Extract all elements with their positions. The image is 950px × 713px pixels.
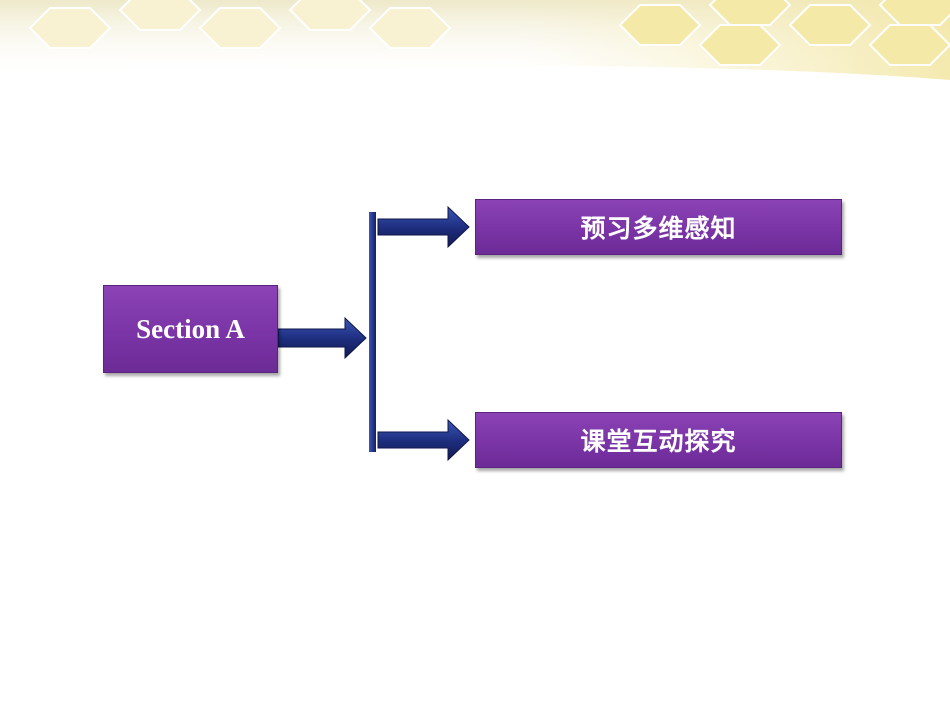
section-a-button[interactable]: Section A <box>103 285 278 373</box>
honeycomb-header-decoration <box>0 0 950 100</box>
preview-perception-button[interactable]: 预习多维感知 <box>475 199 842 255</box>
right-arrow-icon <box>377 418 470 462</box>
classroom-interaction-label: 课堂互动探究 <box>580 427 737 456</box>
section-a-label: Section A <box>136 313 245 344</box>
right-arrow-icon <box>277 316 367 360</box>
preview-perception-label: 预习多维感知 <box>580 214 737 243</box>
bracket-bar <box>369 212 376 452</box>
right-arrow-icon <box>377 205 470 249</box>
classroom-interaction-button[interactable]: 课堂互动探究 <box>475 412 842 468</box>
